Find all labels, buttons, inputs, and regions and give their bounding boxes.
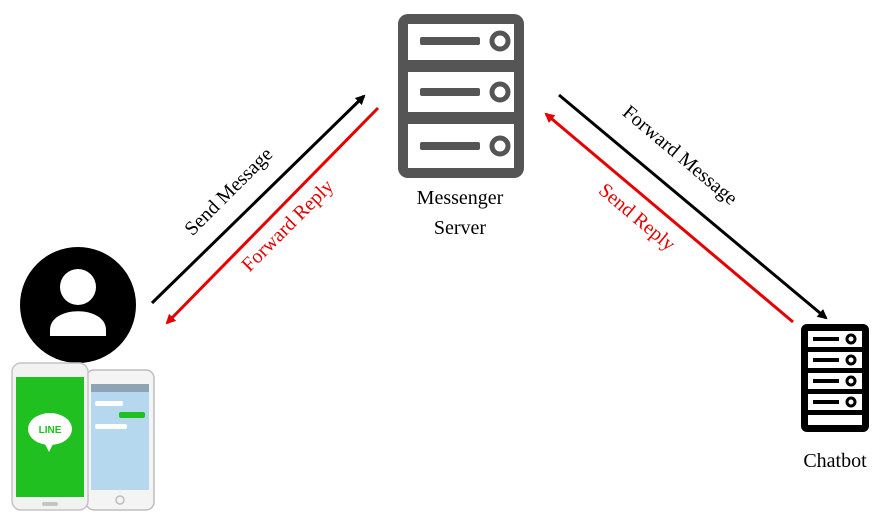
forward-message-label: Forward Message bbox=[618, 101, 742, 210]
line-app-label: LINE bbox=[39, 425, 62, 436]
server-rack-icon bbox=[398, 14, 524, 178]
send-reply-arrow bbox=[544, 112, 794, 324]
forward-message-arrow bbox=[558, 93, 828, 320]
server-label-line1: Messenger bbox=[417, 187, 504, 209]
chatbot-server-icon bbox=[801, 324, 869, 432]
forward-reply-arrow bbox=[165, 106, 380, 325]
line-app-phones: LINE bbox=[11, 362, 155, 511]
send-message-arrow bbox=[150, 94, 366, 305]
server-label-line2: Server bbox=[434, 217, 487, 239]
forward-reply-label: Forward Reply bbox=[237, 175, 338, 276]
user-avatar-icon bbox=[20, 247, 136, 363]
chatbot-label: Chatbot bbox=[803, 450, 867, 472]
